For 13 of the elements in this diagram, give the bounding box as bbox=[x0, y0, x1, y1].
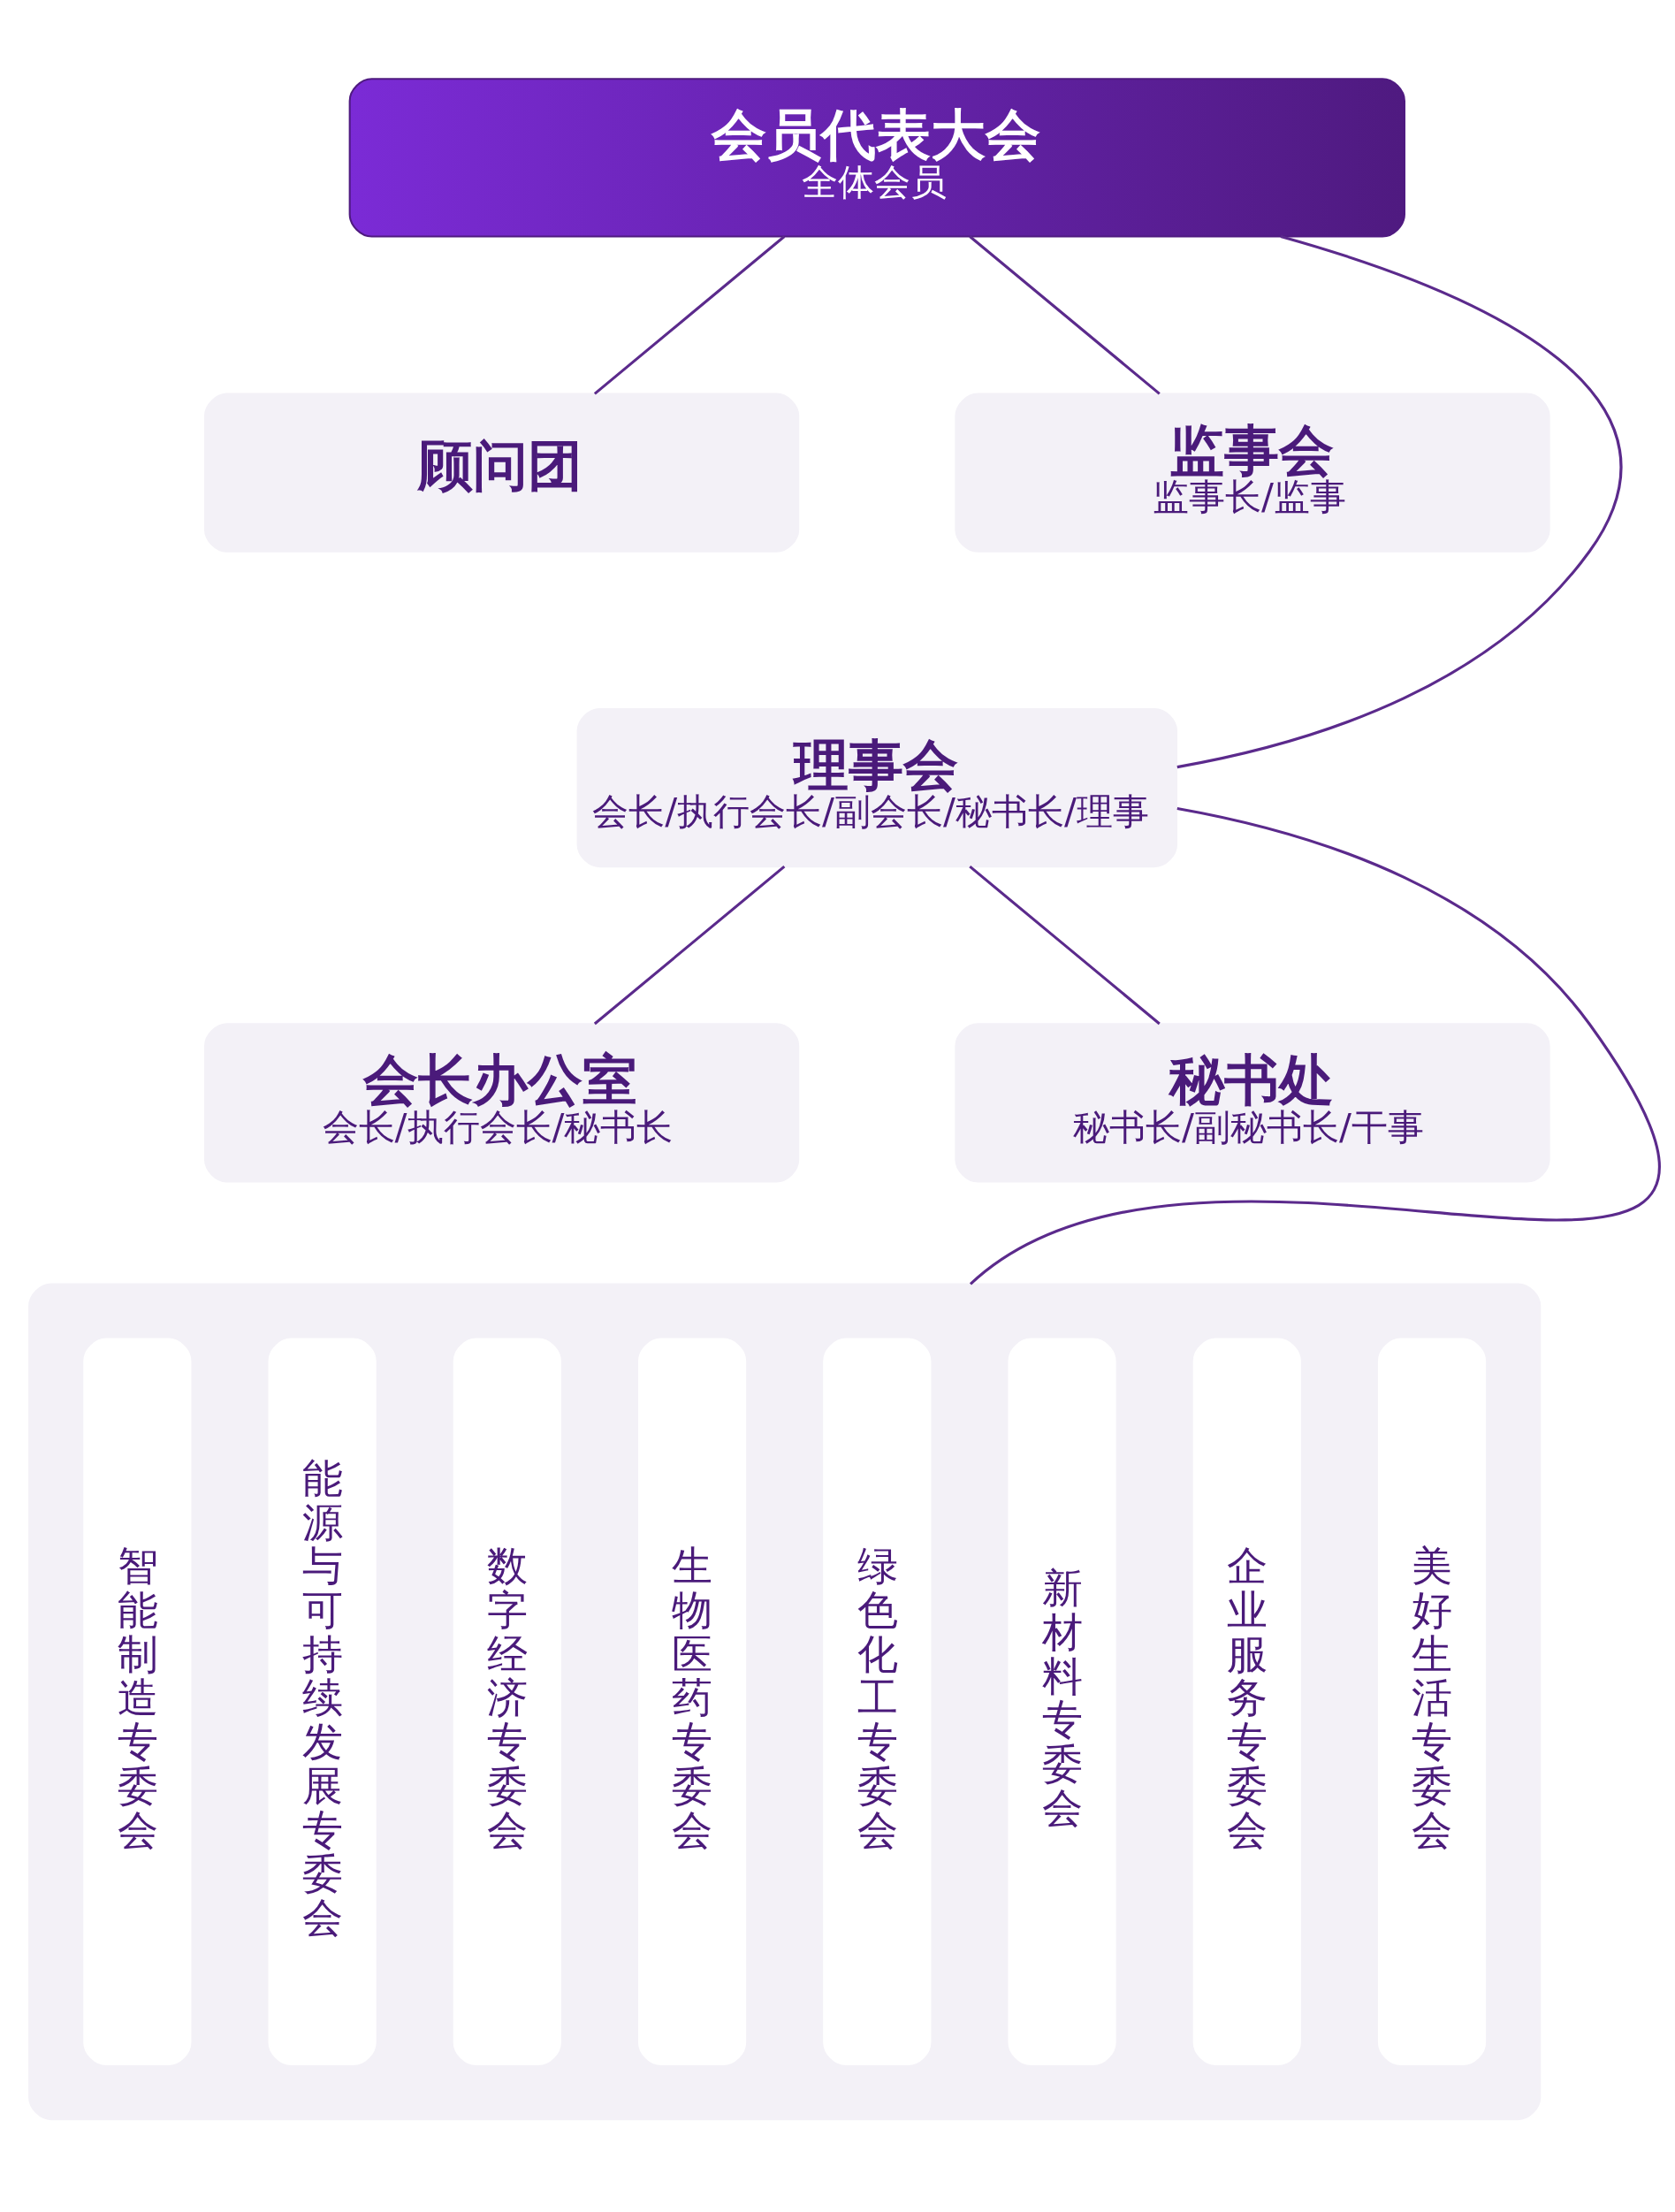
connector bbox=[593, 865, 786, 1025]
node-box: 秘书处 秘书长/副秘书长/干事 bbox=[955, 1022, 1550, 1182]
node-box: 会员代表大会 全体会员 bbox=[348, 77, 1405, 237]
cluster bbox=[28, 1282, 1542, 2120]
connector bbox=[969, 865, 1161, 1025]
node-box: 顾问团 bbox=[203, 393, 800, 553]
node-box: 会长办公室 会长/执行会长/秘书长 bbox=[203, 1022, 800, 1182]
node-box: 理事会 会长/执行会长/副会长/秘书长/理事 bbox=[576, 707, 1178, 867]
connector bbox=[593, 234, 786, 395]
connector bbox=[969, 234, 1161, 395]
connector bbox=[970, 806, 1661, 1285]
node-box: 监事会 监事长/监事 bbox=[955, 393, 1550, 553]
connector bbox=[1176, 234, 1622, 768]
